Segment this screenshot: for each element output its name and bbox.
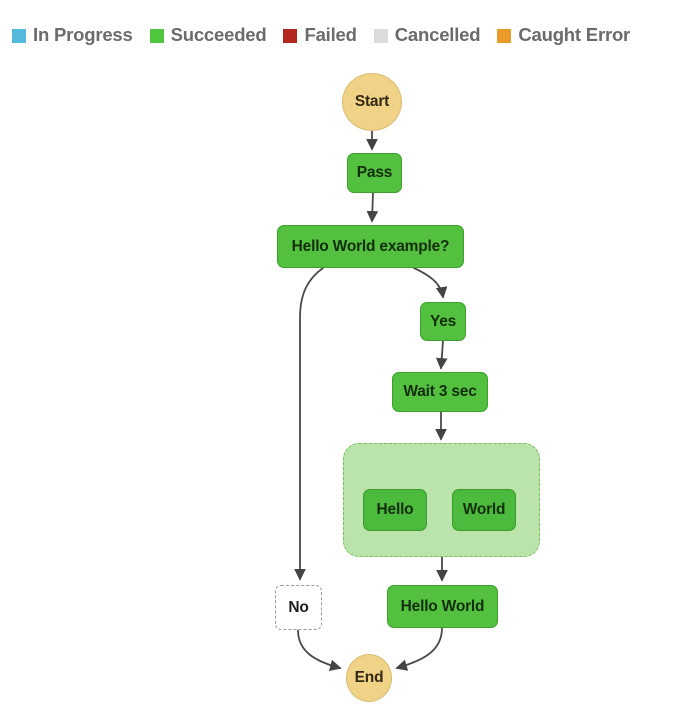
legend-label: Succeeded bbox=[170, 24, 267, 45]
node-hello[interactable]: Hello bbox=[363, 489, 427, 531]
node-choice-hello-world-example[interactable]: Hello World example? bbox=[277, 225, 464, 268]
cancelled-swatch-icon bbox=[373, 28, 388, 43]
status-legend: In Progress Succeeded Failed Cancelled C… bbox=[12, 24, 694, 46]
edge-yes-to-wait bbox=[435, 340, 448, 370]
legend-label: Caught Error bbox=[518, 24, 631, 45]
legend-label: Failed bbox=[304, 24, 357, 45]
legend-label: In Progress bbox=[33, 24, 133, 45]
node-start: Start bbox=[342, 73, 402, 131]
node-no[interactable]: No bbox=[275, 585, 322, 630]
in-progress-swatch-icon bbox=[12, 28, 26, 43]
legend-item-cancelled: Cancelled bbox=[373, 24, 481, 46]
legend-item-failed: Failed bbox=[283, 24, 357, 46]
node-label: Wait 3 sec bbox=[403, 383, 477, 400]
failed-swatch-icon bbox=[283, 28, 298, 43]
node-end: End bbox=[346, 654, 392, 702]
node-hello-world[interactable]: Hello World bbox=[387, 585, 498, 628]
node-label: Hello World example? bbox=[291, 237, 450, 255]
edge-choice-to-no bbox=[294, 267, 324, 581]
node-wait-3-sec[interactable]: Wait 3 sec bbox=[392, 372, 488, 412]
edge-choice-to-yes bbox=[413, 267, 448, 299]
node-label: Yes bbox=[429, 312, 457, 330]
legend-label: Cancelled bbox=[394, 24, 481, 45]
node-label: Hello World bbox=[400, 597, 485, 615]
node-label: Hello bbox=[376, 501, 414, 518]
succeeded-swatch-icon bbox=[149, 28, 164, 43]
node-pass[interactable]: Pass bbox=[347, 153, 402, 193]
legend-item-caught-error: Caught Error bbox=[497, 24, 630, 46]
node-world[interactable]: World bbox=[452, 489, 516, 531]
legend-item-in-progress: In Progress bbox=[12, 24, 133, 46]
node-yes[interactable]: Yes bbox=[420, 302, 466, 341]
edge-helloworld-to-end bbox=[395, 627, 443, 671]
node-label: World bbox=[462, 501, 506, 518]
edge-no-to-end bbox=[297, 629, 342, 672]
node-label: Start bbox=[354, 93, 390, 110]
node-label: No bbox=[288, 598, 309, 616]
legend-item-succeeded: Succeeded bbox=[149, 24, 267, 46]
edge-pass-to-choice bbox=[366, 192, 379, 223]
node-label: Pass bbox=[356, 164, 393, 181]
caught-error-swatch-icon bbox=[497, 28, 512, 43]
node-label: End bbox=[354, 669, 384, 686]
